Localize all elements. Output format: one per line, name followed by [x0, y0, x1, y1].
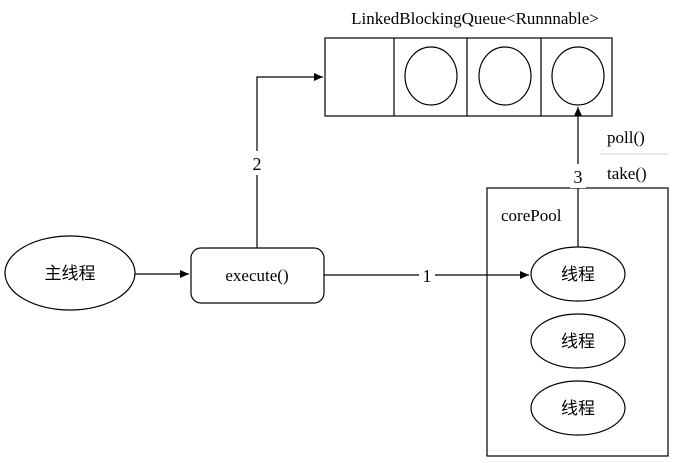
core-thread-label: 线程	[561, 399, 595, 419]
edge-label-bg	[419, 264, 435, 286]
queue-task	[478, 46, 532, 106]
core-thread-node	[530, 380, 626, 436]
take-label: take()	[607, 164, 647, 183]
poll-label: poll()	[607, 128, 645, 147]
edge-label-bg	[570, 164, 586, 188]
queue-task	[551, 46, 605, 106]
queue-title: LinkedBlockingQueue<Runnnable>	[351, 9, 599, 28]
edge-2-label: 2	[253, 154, 262, 174]
queue	[324, 37, 613, 117]
core-thread-node	[530, 313, 626, 369]
edge-3-label: 3	[574, 167, 583, 187]
execute-label: execute()	[225, 266, 288, 285]
edge-step-2	[256, 73, 323, 248]
main-thread-label: 主线程	[45, 264, 96, 284]
edge-label-bg	[249, 151, 265, 175]
edge-1-label: 1	[423, 266, 432, 286]
core-thread-label: 线程	[561, 265, 595, 285]
queue-task	[404, 46, 458, 106]
core-thread-label: 线程	[561, 332, 595, 352]
core-pool-title: corePool	[501, 206, 562, 225]
main-thread-node	[4, 235, 136, 311]
